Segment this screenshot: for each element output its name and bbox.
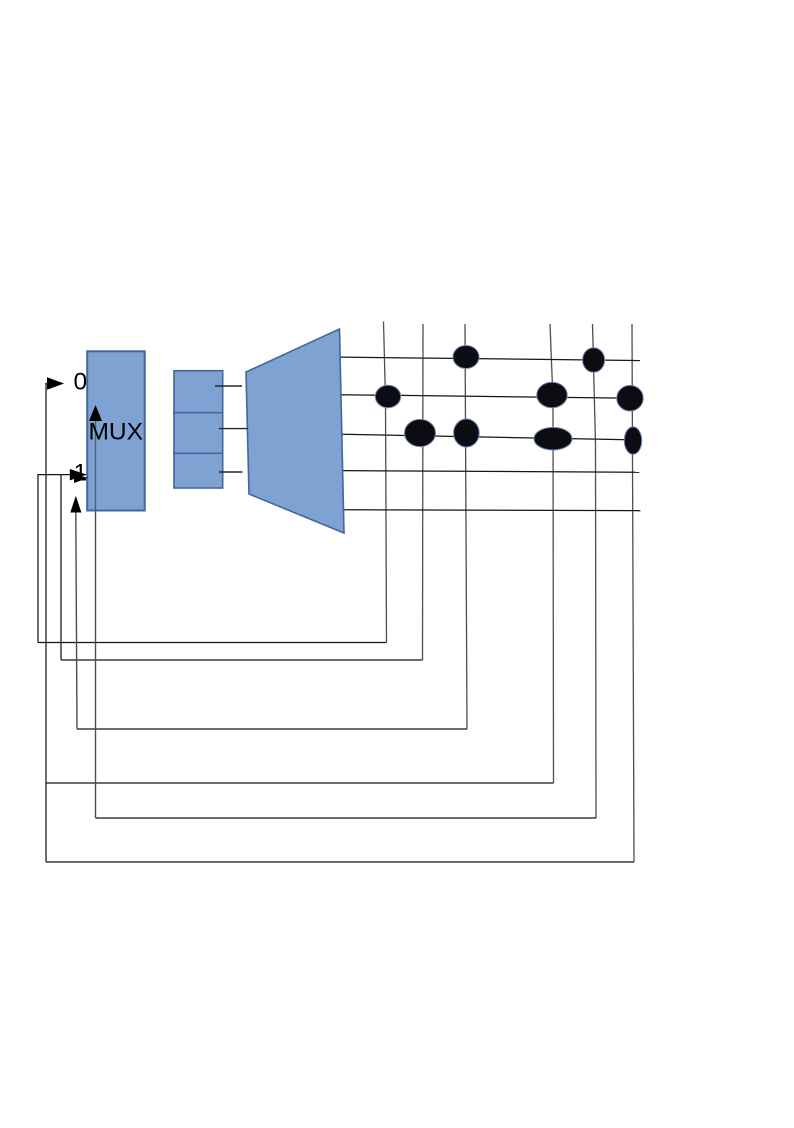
- svg-text:0: 0: [74, 369, 88, 396]
- svg-text:1: 1: [74, 460, 88, 487]
- svg-text:MUX: MUX: [89, 418, 143, 445]
